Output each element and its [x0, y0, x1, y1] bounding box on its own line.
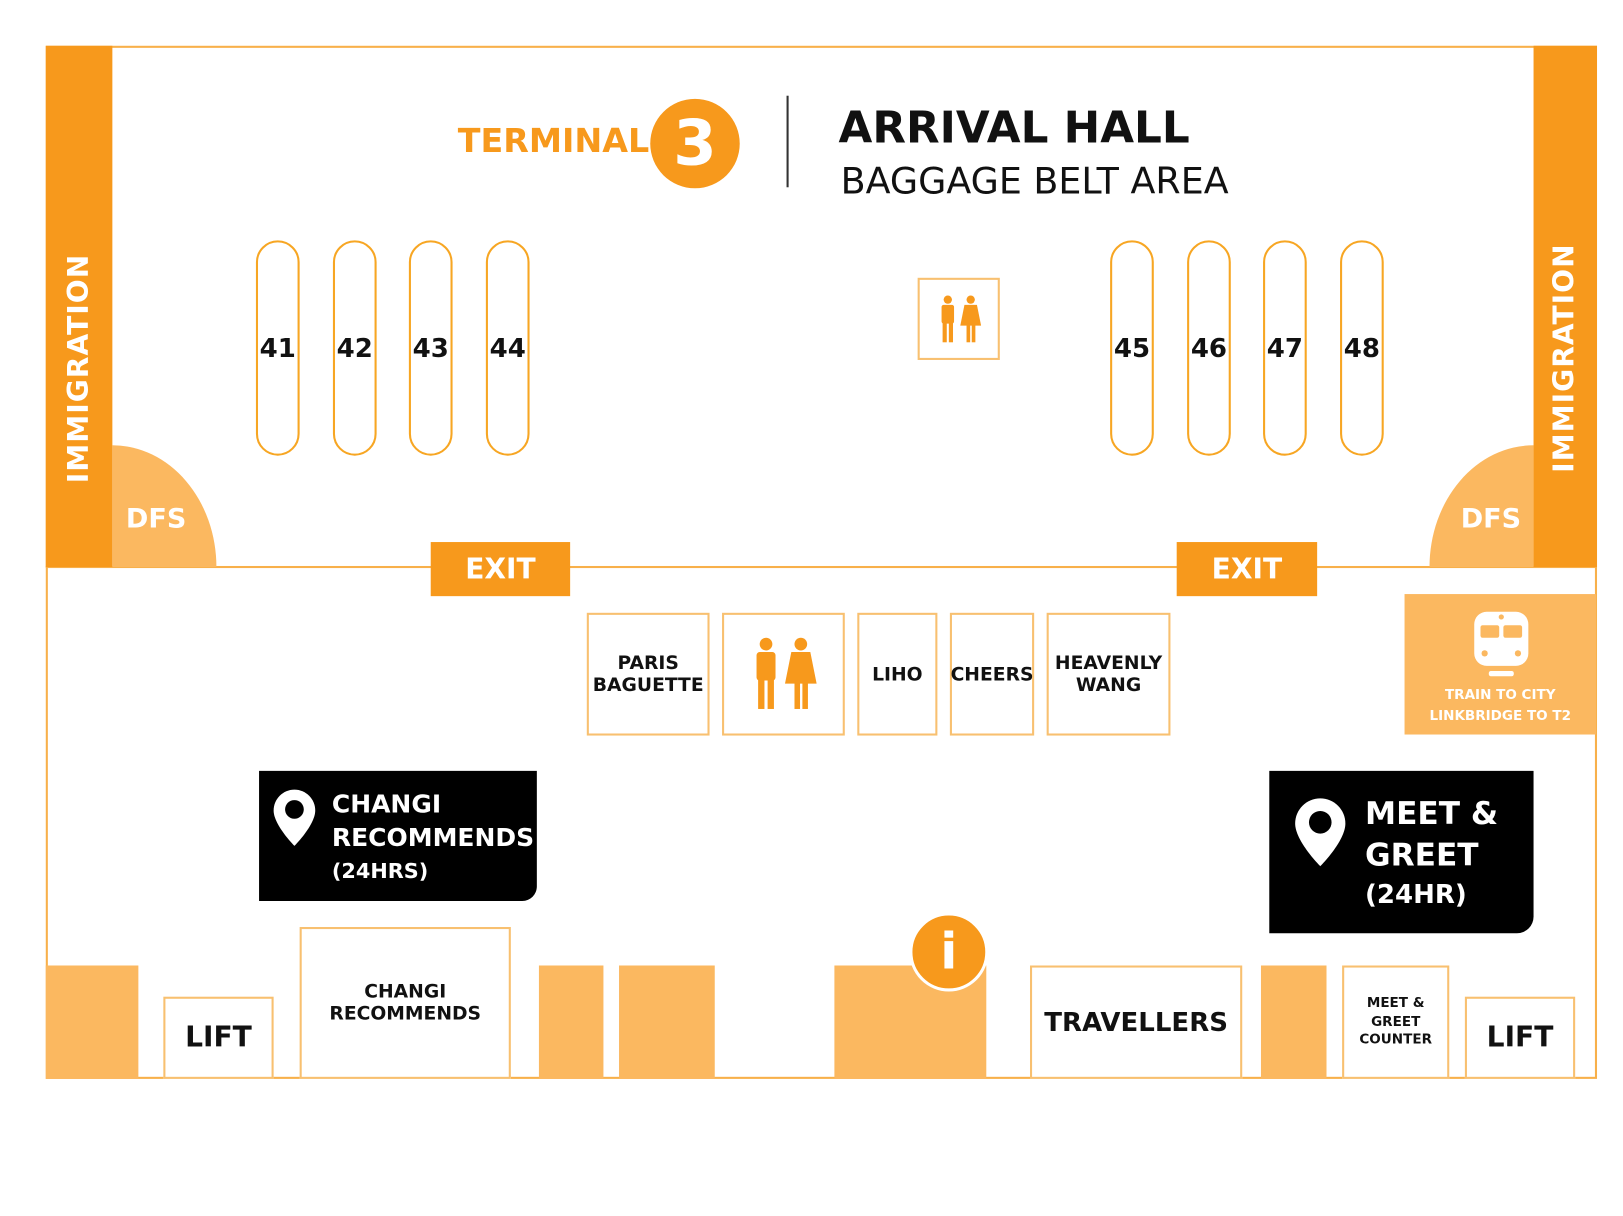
restroom-icon — [941, 294, 981, 342]
shop-liho[interactable]: LIHO — [857, 612, 938, 736]
changi-callout-hours: (24HRS) — [331, 858, 429, 884]
changi-recommends-callout[interactable]: CHANGI RECOMMENDS (24HRS) — [259, 770, 537, 901]
hall-divider — [45, 565, 1598, 569]
changi-callout-line1: CHANGI — [331, 789, 442, 819]
location-pin-icon — [273, 789, 316, 846]
changi-callout-line2: RECOMMENDS — [331, 822, 535, 853]
meet-greet-counter[interactable]: MEET & GREET COUNTER — [1342, 965, 1450, 1079]
terminal-label: TERMINAL — [457, 120, 650, 161]
train-icon — [1474, 611, 1529, 677]
train-to-city[interactable]: TRAIN TO CITY LINKBRIDGE TO T2 — [1404, 594, 1596, 735]
immigration-right: IMMIGRATION — [1533, 45, 1598, 568]
baggage-belt-42[interactable]: 42 — [332, 240, 377, 456]
changi-recommends-counter[interactable]: CHANGI RECOMMENDS — [299, 926, 511, 1079]
baggage-belt-41[interactable]: 41 — [255, 240, 300, 456]
exit-left[interactable]: EXIT — [430, 542, 571, 597]
dfs-right[interactable]: DFS — [1429, 445, 1534, 568]
meet-callout-line1: MEET & — [1365, 795, 1499, 833]
unit-block — [1260, 965, 1327, 1079]
header-divider — [786, 95, 789, 188]
baggage-belt-45[interactable]: 45 — [1110, 240, 1154, 456]
baggage-belt-43[interactable]: 43 — [408, 240, 453, 456]
unit-block — [538, 965, 604, 1079]
meet-callout-hours: (24HR) — [1365, 879, 1467, 910]
info-icon[interactable]: i — [909, 912, 989, 992]
baggage-belt-46[interactable]: 46 — [1187, 240, 1231, 456]
baggage-belt-48[interactable]: 48 — [1340, 240, 1384, 456]
shop-cheers[interactable]: CHEERS — [949, 612, 1035, 736]
restroom-lower[interactable] — [722, 612, 845, 736]
meet-greet-callout[interactable]: MEET & GREET (24HR) — [1269, 770, 1534, 934]
unit-block — [619, 965, 715, 1079]
dfs-right-label: DFS — [1460, 503, 1522, 535]
baggage-belt-44[interactable]: 44 — [485, 240, 530, 456]
baggage-belt-47[interactable]: 47 — [1263, 240, 1307, 456]
dfs-left-label: DFS — [125, 503, 187, 535]
restroom-icon — [756, 637, 817, 709]
shop-heavenly-wang[interactable]: HEAVENLY WANG — [1046, 612, 1171, 736]
train-label-1: TRAIN TO CITY — [1444, 687, 1556, 704]
immigration-left: IMMIGRATION — [45, 45, 113, 568]
exit-right[interactable]: EXIT — [1176, 542, 1318, 597]
meet-callout-line2: GREET — [1365, 837, 1479, 874]
immigration-left-label: IMMIGRATION — [62, 253, 96, 484]
unit-block — [45, 965, 139, 1079]
shop-paris-baguette[interactable]: PARIS BAGUETTE — [586, 612, 710, 736]
page-title: ARRIVAL HALL — [838, 101, 1190, 153]
terminal-number-badge: 3 — [650, 98, 740, 189]
travellers-shop[interactable]: TRAVELLERS — [1029, 965, 1243, 1079]
train-label-2: LINKBRIDGE TO T2 — [1429, 708, 1572, 725]
restroom-upper[interactable] — [917, 277, 1000, 360]
lift-right[interactable]: LIFT — [1464, 996, 1576, 1079]
immigration-right-label: IMMIGRATION — [1548, 243, 1581, 473]
page-subtitle: BAGGAGE BELT AREA — [840, 161, 1229, 203]
lift-left[interactable]: LIFT — [163, 996, 274, 1079]
location-pin-icon — [1295, 798, 1346, 867]
dfs-left[interactable]: DFS — [112, 445, 217, 568]
